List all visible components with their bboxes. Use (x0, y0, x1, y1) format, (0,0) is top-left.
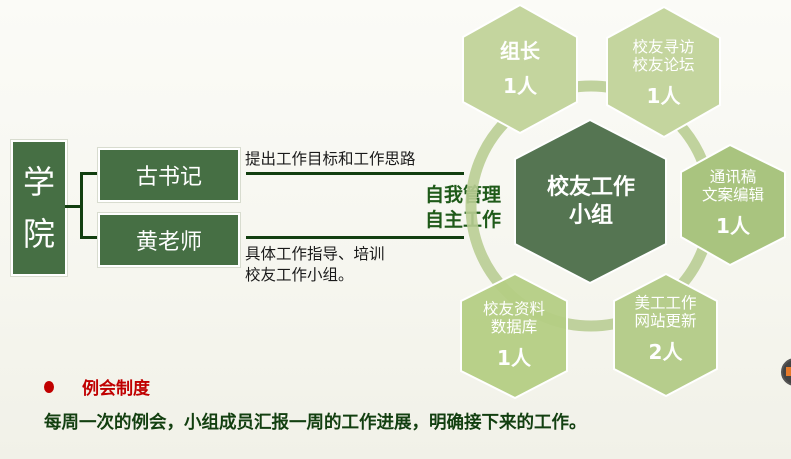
secretary-gu-box: 古书记 (98, 148, 240, 202)
center-hex-line-2: 小组 (568, 203, 613, 228)
connector-bottom (80, 236, 98, 239)
newsletter-hex: 通讯稿 文案编辑 1人 (681, 168, 785, 238)
gu-description: 提出工作目标和工作思路 (245, 149, 416, 170)
lower-rule (246, 236, 464, 239)
huang-description: 具体工作指导、培训 校友工作小组。 (245, 244, 385, 286)
center-hex-line-1: 校友工作 (546, 175, 635, 200)
college-char-1: 学 (22, 163, 55, 201)
motto-line-2: 自主工作 (424, 209, 501, 231)
design-web-hex: 美工工作 网站更新 2人 (614, 294, 717, 364)
bullet-dot-icon (44, 380, 54, 393)
newsletter-line-1: 通讯稿 (709, 167, 757, 186)
meeting-body: 每周一次的例会，小组成员汇报一周的工作进展，明确接下来的工作。 (44, 413, 587, 433)
visit-forum-hex: 校友寻访 校友论坛 1人 (607, 38, 720, 108)
design-web-line-1: 美工工作 (634, 293, 697, 312)
database-hex-shape (460, 272, 568, 400)
motto: 自我管理 自主工作 (405, 183, 501, 233)
teacher-huang-label: 黄老师 (135, 230, 202, 255)
center-hex: 校友工作 小组 (515, 160, 667, 244)
newsletter-line-2: 文案编辑 (701, 185, 764, 204)
database-line-1: 校友资料 (482, 299, 545, 318)
huang-description-line-1: 具体工作指导、培训 (245, 245, 385, 263)
database-count: 1人 (497, 345, 531, 370)
leader-hex-shape (462, 3, 578, 135)
visit-forum-line-2: 校友论坛 (632, 55, 695, 74)
meeting-heading: 例会制度 (44, 374, 150, 399)
visit-forum-count: 1人 (646, 83, 681, 108)
college-char-2: 院 (22, 215, 55, 253)
teacher-huang-box: 黄老师 (98, 213, 240, 267)
secretary-gu-label: 古书记 (135, 165, 202, 190)
design-web-count: 2人 (648, 339, 683, 364)
leader-hex: 组长 1人 (463, 32, 577, 104)
meeting-title: 例会制度 (82, 379, 150, 399)
design-web-hex-shape (613, 272, 718, 398)
connector-root (65, 205, 81, 208)
center-hex-shape (514, 118, 667, 285)
newsletter-hex-shape (680, 143, 786, 267)
newsletter-count: 1人 (716, 213, 750, 238)
college-box: 学 院 (11, 140, 67, 276)
connector-vertical (80, 172, 83, 238)
leader-count: 1人 (503, 73, 537, 98)
upper-rule (246, 172, 464, 175)
motto-line-1: 自我管理 (424, 184, 501, 206)
database-line-2: 数据库 (490, 317, 538, 336)
visit-forum-hex-shape (606, 5, 721, 139)
connector-top (80, 172, 98, 175)
visit-forum-line-1: 校友寻访 (632, 37, 695, 56)
huang-description-line-2: 校友工作小组。 (245, 266, 354, 284)
design-web-line-2: 网站更新 (634, 311, 697, 330)
gu-description-line-1: 提出工作目标和工作思路 (245, 150, 416, 168)
leader-title: 组长 (500, 38, 540, 63)
database-hex: 校友资料 数据库 1人 (461, 300, 567, 370)
